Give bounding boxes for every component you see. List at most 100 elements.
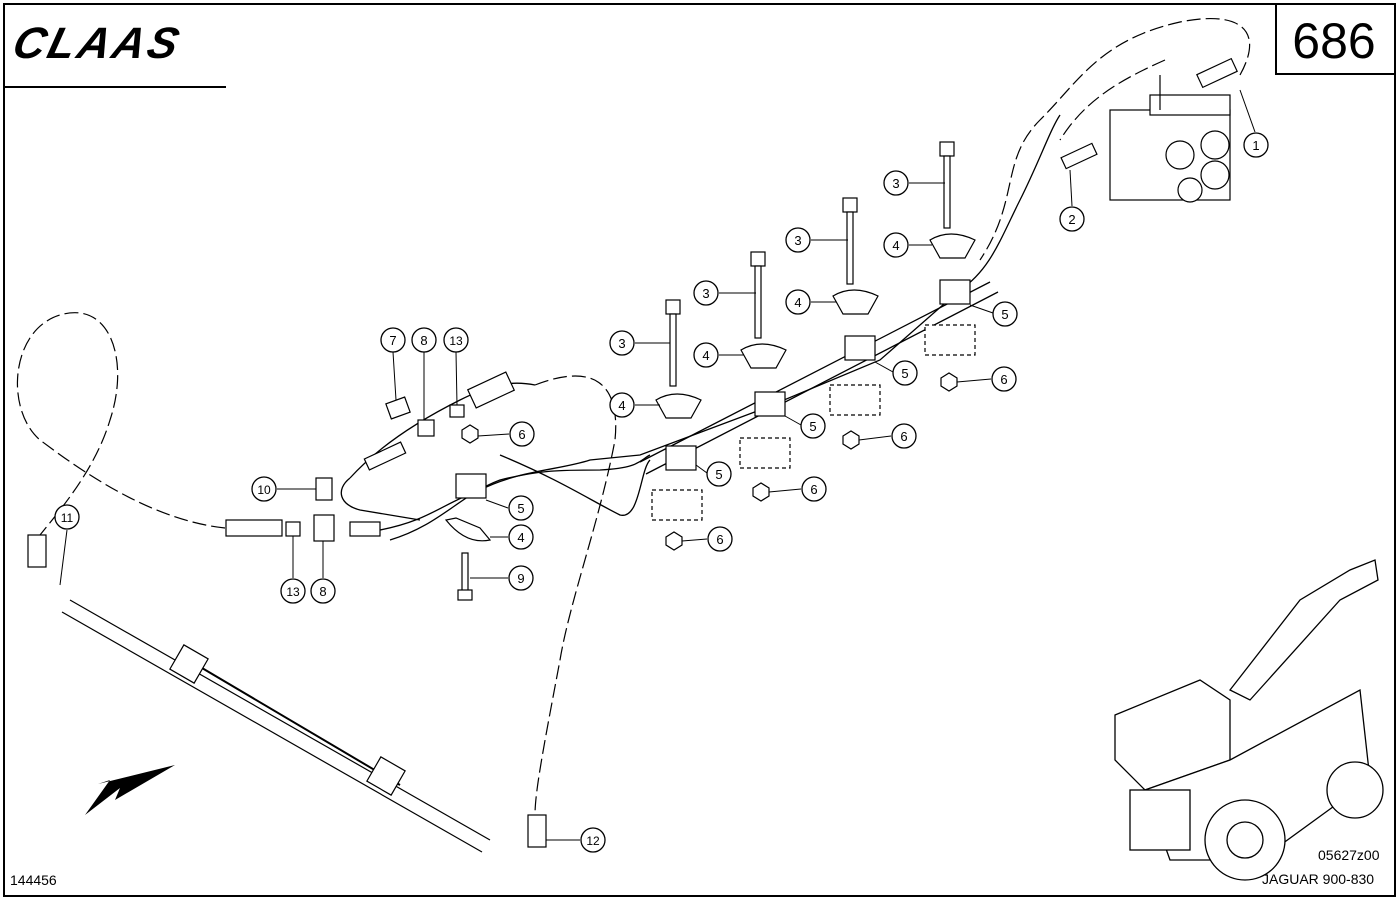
clamps xyxy=(444,233,976,542)
fitting-13-upper xyxy=(449,404,465,418)
callout-7: 7 xyxy=(380,327,406,353)
nut-a xyxy=(940,372,958,392)
nut-d xyxy=(665,531,683,551)
callout-4a: 4 xyxy=(883,232,909,258)
nuts xyxy=(461,372,958,551)
svg-text:12: 12 xyxy=(586,834,600,848)
clamp-half-e xyxy=(444,517,492,542)
leader-7 xyxy=(392,351,397,401)
callout-3d: 3 xyxy=(609,330,635,356)
clamp-lower-c xyxy=(739,437,791,469)
fitting-10 xyxy=(315,477,333,501)
leader-6b xyxy=(858,435,892,441)
footer-left-code: 144456 xyxy=(10,872,57,888)
svg-text:6: 6 xyxy=(716,532,723,547)
clamp-lower-a xyxy=(924,324,976,356)
hose-top-right-a xyxy=(979,18,1251,261)
svg-text:3: 3 xyxy=(618,336,625,351)
front-attachment xyxy=(1129,789,1191,851)
callout-1: 1 xyxy=(1243,132,1269,158)
callout-9: 9 xyxy=(508,565,534,591)
clamp-block-c xyxy=(754,391,786,417)
hose-lower xyxy=(499,454,651,516)
svg-text:9: 9 xyxy=(517,571,524,586)
callout-13b: 13 xyxy=(280,578,306,604)
cyl-clamp-2 xyxy=(366,756,406,796)
svg-text:4: 4 xyxy=(618,398,625,413)
nut-b xyxy=(842,430,860,450)
fitting-8-upper xyxy=(417,419,435,437)
nut-e xyxy=(461,424,479,444)
svg-text:6: 6 xyxy=(900,429,907,444)
callout-5c: 5 xyxy=(800,413,826,439)
hose-main-a xyxy=(379,114,1061,531)
hose-end-left xyxy=(225,519,283,537)
bolt-b xyxy=(842,197,858,285)
callout-4e: 4 xyxy=(508,524,534,550)
front-wheel-hub xyxy=(1226,821,1264,859)
callout-6e: 6 xyxy=(509,421,535,447)
svg-text:5: 5 xyxy=(809,419,816,434)
bolt-a xyxy=(939,141,955,229)
leader-2 xyxy=(1069,169,1073,207)
page-number: 686 xyxy=(1292,13,1376,69)
svg-text:8: 8 xyxy=(319,584,326,599)
svg-text:8: 8 xyxy=(420,333,427,348)
clamp-half-a xyxy=(929,233,976,259)
leader-5b xyxy=(874,361,894,373)
fitting-13-lower xyxy=(285,521,301,537)
valve-knob-4 xyxy=(1177,177,1203,203)
hose-main-b xyxy=(389,454,651,541)
fittings xyxy=(27,371,547,848)
svg-text:4: 4 xyxy=(892,238,899,253)
leader-5e xyxy=(485,499,509,509)
leader-13a xyxy=(455,351,458,406)
callout-5a: 5 xyxy=(992,301,1018,327)
valve-knob-2 xyxy=(1200,130,1230,160)
valve-knob-3 xyxy=(1200,160,1230,190)
svg-text:4: 4 xyxy=(794,295,801,310)
callout-8a: 8 xyxy=(411,327,437,353)
svg-text:5: 5 xyxy=(901,366,908,381)
fitting-7 xyxy=(385,396,411,420)
leader-lines xyxy=(59,89,1256,841)
cyl-rod-top xyxy=(69,599,491,841)
dashed-hose-lines xyxy=(16,18,1251,816)
svg-text:7: 7 xyxy=(389,333,396,348)
valve-block xyxy=(1060,57,1238,203)
fitting-8-lower xyxy=(313,514,335,542)
fitting-12 xyxy=(527,814,547,848)
leader-5d xyxy=(695,464,708,474)
callout-5d: 5 xyxy=(706,461,732,487)
svg-text:4: 4 xyxy=(702,348,709,363)
svg-text:6: 6 xyxy=(518,427,525,442)
leader-6c xyxy=(768,488,802,493)
clamp-block-a xyxy=(939,279,971,305)
leader-6e xyxy=(477,433,510,437)
svg-text:5: 5 xyxy=(517,501,524,516)
callout-4b: 4 xyxy=(785,289,811,315)
fitting-1 xyxy=(1196,57,1238,89)
callout-13a: 13 xyxy=(443,327,469,353)
callout-8b: 8 xyxy=(310,578,336,604)
direction-arrow xyxy=(85,765,175,815)
callout-2: 2 xyxy=(1059,206,1085,232)
page-number-box xyxy=(1275,3,1396,75)
svg-text:3: 3 xyxy=(702,286,709,301)
svg-text:10: 10 xyxy=(257,483,271,497)
page-border xyxy=(3,3,1396,897)
hydraulic-cylinder xyxy=(61,599,491,853)
svg-text:11: 11 xyxy=(61,511,74,525)
callout-6a: 6 xyxy=(991,366,1017,392)
cyl-body xyxy=(179,654,401,786)
callout-3c: 3 xyxy=(693,280,719,306)
rear-wheel xyxy=(1326,761,1384,819)
callout-10: 10 xyxy=(251,476,277,502)
fitting-11 xyxy=(27,534,47,568)
model-label: JAGUAR 900-830 xyxy=(1262,871,1375,887)
clamp-block-b xyxy=(844,335,876,361)
callout-5b: 5 xyxy=(892,360,918,386)
spout xyxy=(1229,559,1379,701)
svg-text:5: 5 xyxy=(715,467,722,482)
clamp-block-e xyxy=(455,473,487,499)
